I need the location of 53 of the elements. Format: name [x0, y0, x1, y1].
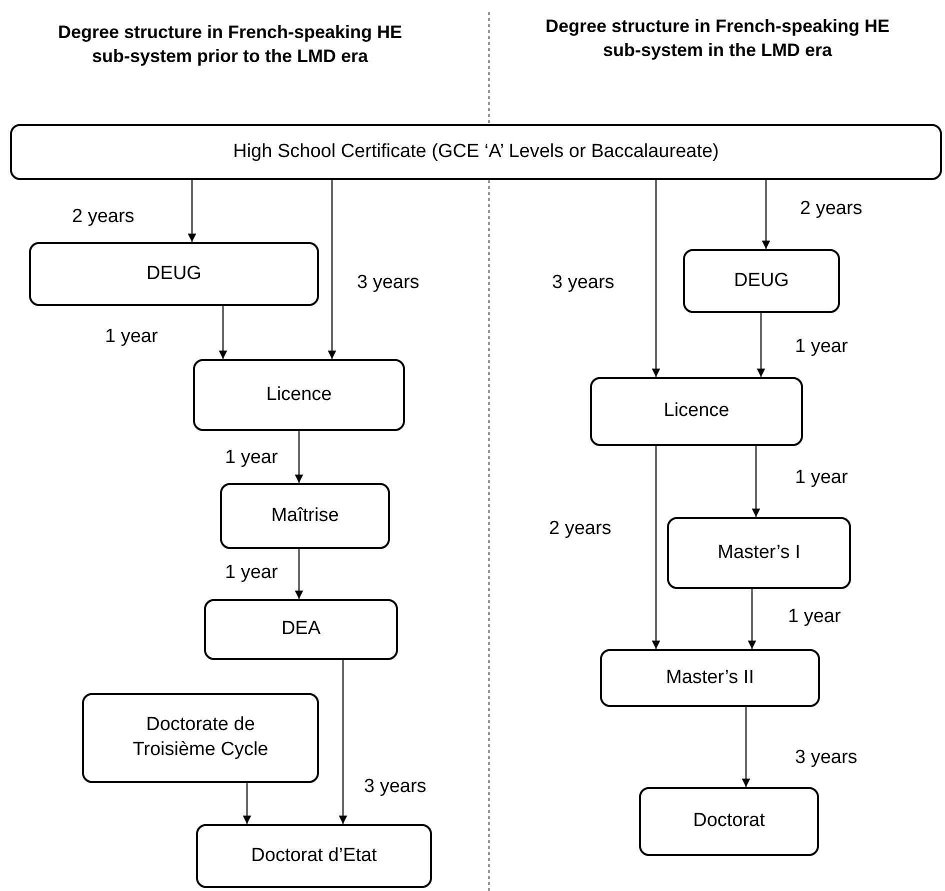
arrow: [748, 589, 756, 649]
degree-box: [590, 377, 803, 446]
edge-label: 1 year: [795, 336, 848, 358]
certificate-box: [10, 124, 942, 180]
degree-box: [82, 693, 319, 783]
edge-label: 2 years: [549, 518, 612, 540]
degree-name: Master’s II: [665, 666, 755, 690]
edge-label: 3 years: [364, 776, 426, 798]
edge-label: 1 year: [225, 447, 278, 469]
edge-label: 1 year: [795, 467, 848, 489]
degree-box: [667, 517, 851, 589]
degree-name: Doctorat d’Etat: [250, 844, 378, 868]
degree-box: [600, 649, 820, 707]
arrow: [294, 431, 304, 483]
arrow: [652, 446, 660, 649]
arrow: [652, 180, 660, 377]
arrow: [328, 180, 336, 359]
degree-name: Licence: [265, 382, 333, 407]
edge-label: 2 years: [72, 206, 134, 228]
degree-name: DEA: [280, 617, 322, 642]
degree-box: [220, 483, 390, 549]
edge-label: 3 years: [357, 272, 420, 294]
degree-box: [196, 824, 432, 888]
edge-label: 3 years: [552, 272, 614, 294]
edge-label: 2 years: [800, 198, 862, 220]
edge-label: 1 year: [788, 606, 841, 628]
degree-box: [29, 242, 319, 306]
arrow: [752, 446, 760, 517]
arrow: [756, 313, 766, 377]
arrow: [242, 783, 252, 824]
degree-box: [193, 359, 405, 431]
arrow: [218, 306, 228, 359]
column-heading: Degree structure in French-speaking HE sub-system in the LMD era: [545, 15, 890, 62]
arrow: [188, 180, 196, 242]
degree-name: Maîtrise: [270, 504, 340, 528]
degree-box: [639, 787, 819, 856]
degree-name: Master’s I: [716, 540, 802, 565]
arrow: [338, 660, 348, 824]
degree-box: [204, 599, 398, 660]
column-heading: Degree structure in French-speaking HE sub-system prior to the LMD era: [56, 21, 404, 68]
degree-name: DEUG: [146, 262, 202, 286]
arrow: [742, 707, 750, 787]
arrow: [294, 549, 304, 599]
arrow: [762, 180, 770, 249]
degree-name: High School Certificate (GCE ‘A’ Levels or Baccalaureate): [232, 140, 720, 164]
degree-name: DEUG: [733, 268, 790, 293]
degree-name: Doctorat: [692, 809, 766, 834]
degree-name: Doctorate de Troisième Cycle: [132, 713, 270, 762]
degree-name: Licence: [662, 399, 730, 424]
edge-label: 1 year: [105, 326, 158, 348]
edge-label: 3 years: [795, 747, 858, 769]
degree-box: [683, 249, 840, 313]
edge-label: 1 year: [225, 562, 278, 584]
